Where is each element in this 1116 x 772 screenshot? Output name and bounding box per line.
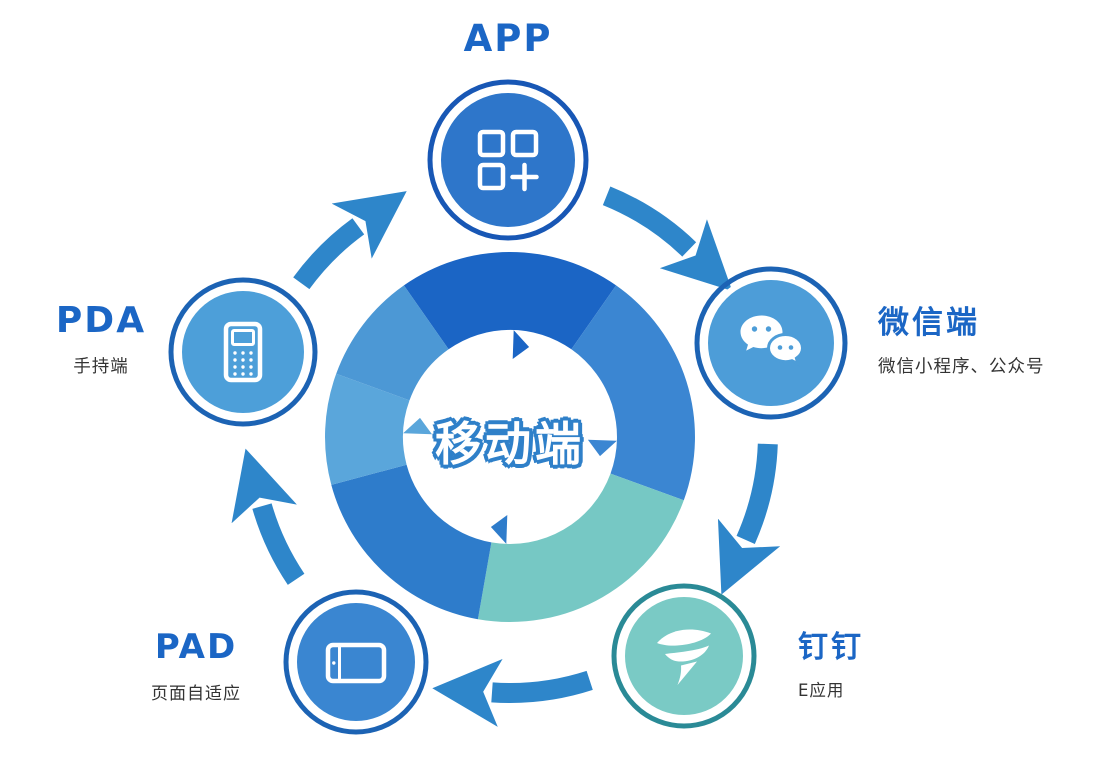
pda-handheld-icon bbox=[223, 321, 263, 383]
ring-segment-left bbox=[325, 373, 410, 485]
pad-subtitle: 页面自适应 bbox=[151, 683, 241, 704]
ring-notch-bottom bbox=[490, 515, 508, 544]
node-app bbox=[427, 79, 589, 241]
app-title: APP bbox=[463, 17, 553, 60]
cycle-arrow-wechat-to-dingtalk bbox=[717, 443, 781, 595]
label-pad: PAD 页面自适应 bbox=[98, 627, 294, 704]
node-pad-circle bbox=[291, 597, 421, 727]
dingtalk-subtitle: E应用 bbox=[798, 680, 845, 700]
label-app: APP bbox=[408, 17, 608, 60]
ring-segment-bottom-left bbox=[331, 464, 492, 620]
node-wechat bbox=[694, 266, 848, 420]
wechat-subtitle: 微信小程序、公众号 bbox=[878, 356, 1045, 377]
node-dingtalk-outer-ring bbox=[611, 583, 757, 729]
ring-segment-top bbox=[403, 251, 617, 350]
ring-notch-left bbox=[403, 417, 432, 435]
ring-segment-right bbox=[571, 285, 695, 501]
pad-title: PAD bbox=[154, 627, 238, 667]
cycle-arrow-pad-to-pda bbox=[231, 448, 305, 585]
dingtalk-wing-icon bbox=[657, 629, 711, 685]
cycle-arrow-pda-to-app bbox=[293, 191, 407, 290]
tablet-icon bbox=[325, 642, 387, 684]
node-app-circle bbox=[435, 87, 581, 233]
ring-notch-right bbox=[587, 439, 617, 457]
cycle-arrow-dingtalk-to-pad bbox=[432, 659, 593, 727]
node-pda-outer-ring bbox=[168, 277, 318, 427]
ring-notch-top bbox=[512, 330, 530, 359]
wechat-title: 微信端 bbox=[878, 305, 980, 341]
center-label: 移动端 bbox=[435, 417, 585, 471]
cycle-arrows bbox=[231, 186, 781, 727]
node-pda bbox=[168, 277, 318, 427]
center-ring bbox=[325, 251, 695, 623]
dingtalk-title: 钉钉 bbox=[798, 630, 864, 665]
pda-subtitle: 手持端 bbox=[73, 356, 129, 377]
node-pad bbox=[283, 589, 429, 735]
node-dingtalk bbox=[611, 583, 757, 729]
node-pad-outer-ring bbox=[283, 589, 429, 735]
ring-segment-bottom-right bbox=[477, 473, 684, 623]
label-pda: PDA 手持端 bbox=[18, 302, 184, 378]
label-dingtalk: 钉钉 E应用 bbox=[798, 632, 864, 701]
cycle-arrow-app-to-wechat bbox=[602, 186, 733, 291]
node-wechat-outer-ring bbox=[694, 266, 848, 420]
app-grid-plus-icon bbox=[477, 129, 539, 192]
node-app-outer-ring bbox=[427, 79, 589, 241]
label-wechat: 微信端 微信小程序、公众号 bbox=[878, 307, 1045, 378]
ring-segment-upper-left bbox=[336, 285, 449, 401]
wechat-icon bbox=[740, 315, 805, 367]
pda-title: PDA bbox=[55, 300, 147, 341]
